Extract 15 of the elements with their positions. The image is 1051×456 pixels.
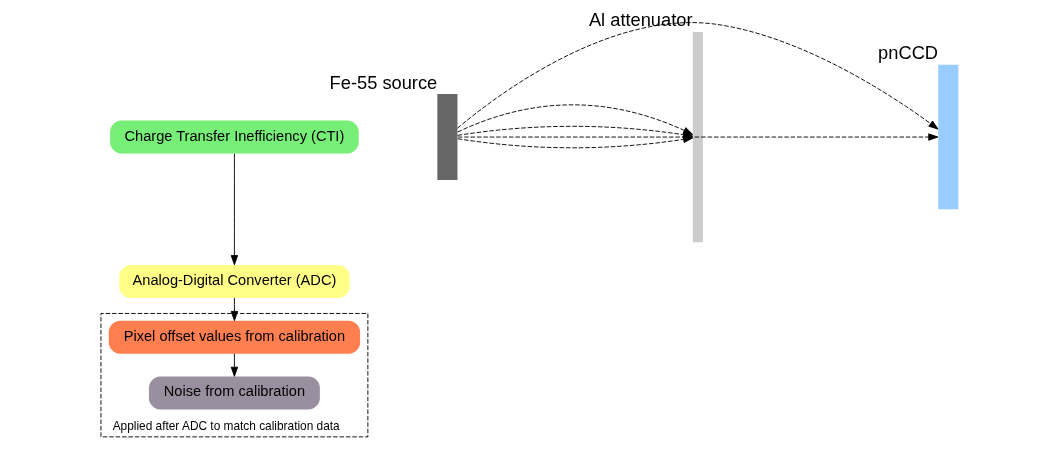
node-box: Noise from calibration — [148, 376, 320, 410]
node-label: Fe-55 source — [329, 71, 437, 93]
arrow — [456, 104, 693, 135]
node-bar — [692, 31, 703, 243]
arrow — [230, 153, 238, 266]
arrow — [230, 297, 238, 322]
node-label: pnCCD — [877, 42, 938, 64]
arrow — [456, 22, 938, 130]
node-bar — [937, 64, 958, 210]
node-label: Al attenuator — [588, 9, 692, 31]
node-bar — [436, 94, 457, 180]
node-box: Pixel offset values from calibration — [108, 320, 360, 354]
arrow — [230, 353, 238, 377]
node-box: Charge Transfer Inefficiency (CTI) — [109, 120, 359, 154]
node-box: Analog-Digital Converter (ADC) — [118, 265, 350, 298]
